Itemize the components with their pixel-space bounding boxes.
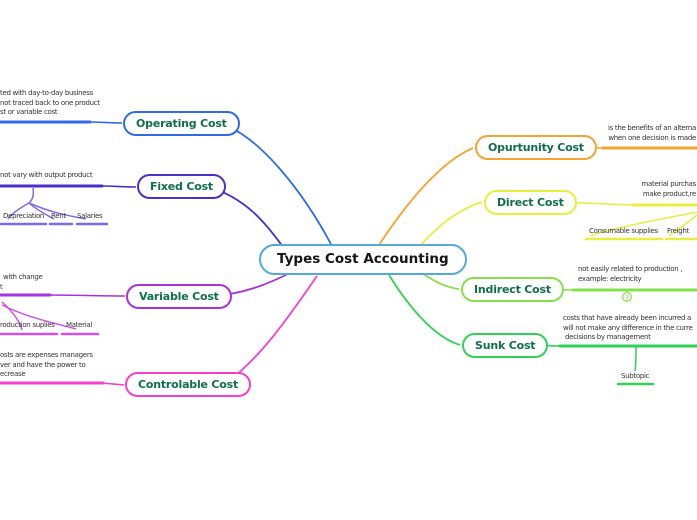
- operating-connector: [89, 121, 123, 124]
- opurtunity-cost-description[interactable]: is the benefits of an alterna when one d…: [600, 124, 696, 143]
- fixed-children-drop: [28, 187, 35, 204]
- topic-node-sunk-cost[interactable]: Sunk Cost: [462, 333, 549, 358]
- desc-line: ted with day-to-day business: [0, 89, 93, 97]
- desc-line: osts are expenses managers: [0, 351, 93, 359]
- subtopic-depreciation[interactable]: Depreciation: [3, 212, 45, 220]
- branch-curve-operating: [216, 122, 333, 247]
- branch-curve-sunk: [388, 274, 461, 346]
- topic-node-fixed-cost[interactable]: Fixed Cost: [137, 174, 226, 199]
- direct-child-curve-consumable: [589, 211, 697, 237]
- subtopic-rent[interactable]: Rent: [51, 212, 66, 220]
- branch-curve-direct: [418, 201, 483, 248]
- fixed-child-curve-depreciation: [7, 202, 30, 220]
- central-topic-node[interactable]: Types Cost Accounting: [259, 244, 467, 275]
- subtopic-production-suplies[interactable]: roduction suplies: [0, 321, 55, 329]
- topic-node-opurtunity-cost[interactable]: Opurtunity Cost: [475, 135, 597, 160]
- variable-child-curve-production: [1, 301, 23, 331]
- indirect-cost-description[interactable]: not easily related to production , examp…: [578, 265, 683, 284]
- desc-line: material purchas: [641, 180, 697, 188]
- topic-node-indirect-cost[interactable]: Indirect Cost: [461, 277, 564, 302]
- topic-node-direct-cost[interactable]: Direct Cost: [484, 190, 577, 215]
- desc-line: costs that have already been incurred a: [563, 314, 692, 322]
- variable-child-curve-material: [1, 304, 77, 330]
- direct-cost-description[interactable]: material purchas make product,re: [627, 180, 697, 199]
- collapse-badge-count[interactable]: 3: [625, 295, 629, 301]
- fixed-connector: [101, 185, 137, 188]
- desc-line: make product,re: [642, 189, 696, 198]
- subtopic-consumable-supplies[interactable]: Consumable supplies: [589, 227, 658, 235]
- desc-line: example: electricity: [578, 274, 642, 283]
- desc-line: t: [0, 282, 3, 291]
- desc-line: not easily related to production ,: [578, 265, 683, 273]
- desc-line: not traced back to one product: [0, 98, 100, 107]
- sunk-cost-description[interactable]: costs that have already been incurred a …: [563, 314, 693, 343]
- controlable-connector: [102, 382, 125, 386]
- desc-line: st or variable cost: [0, 108, 58, 116]
- topic-node-operating-cost[interactable]: Operating Cost: [123, 111, 240, 136]
- collapse-badge-circle[interactable]: [622, 292, 632, 302]
- desc-line: ver and have the power to: [0, 360, 86, 369]
- subtopic-sunk-subtopic[interactable]: Subtopic: [621, 372, 650, 380]
- fixed-child-curve-rent: [28, 202, 55, 220]
- fixed-child-curve-salaries: [28, 202, 87, 220]
- controlable-cost-description[interactable]: osts are expenses managers ver and have …: [0, 351, 93, 380]
- fixed-cost-description[interactable]: not vary with output product: [0, 171, 93, 181]
- desc-line: is the benefits of an alterna: [607, 124, 696, 132]
- desc-line: when one decision is made: [608, 133, 696, 142]
- desc-line: decisions by management: [565, 333, 651, 341]
- direct-child-curve-freight: [668, 214, 697, 237]
- variable-connector: [49, 294, 126, 297]
- branch-curve-opurtunity: [378, 147, 474, 246]
- desc-line: not vary with output product: [0, 171, 93, 179]
- topic-node-controlable-cost[interactable]: Controlable Cost: [125, 372, 252, 397]
- operating-cost-description[interactable]: ted with day-to-day business not traced …: [0, 89, 100, 118]
- variable-cost-description[interactable]: with change t: [0, 273, 43, 292]
- desc-line: will not make any difference in the curr…: [563, 323, 693, 332]
- subtopic-salaries[interactable]: Salaries: [77, 212, 103, 220]
- subtopic-freight[interactable]: Freight: [667, 227, 690, 235]
- sunk-child-drop: [634, 346, 637, 372]
- topic-node-variable-cost[interactable]: Variable Cost: [126, 284, 232, 309]
- desc-line: ecrease: [0, 370, 26, 378]
- desc-line: with change: [3, 273, 43, 281]
- subtopic-material[interactable]: Material: [66, 321, 93, 329]
